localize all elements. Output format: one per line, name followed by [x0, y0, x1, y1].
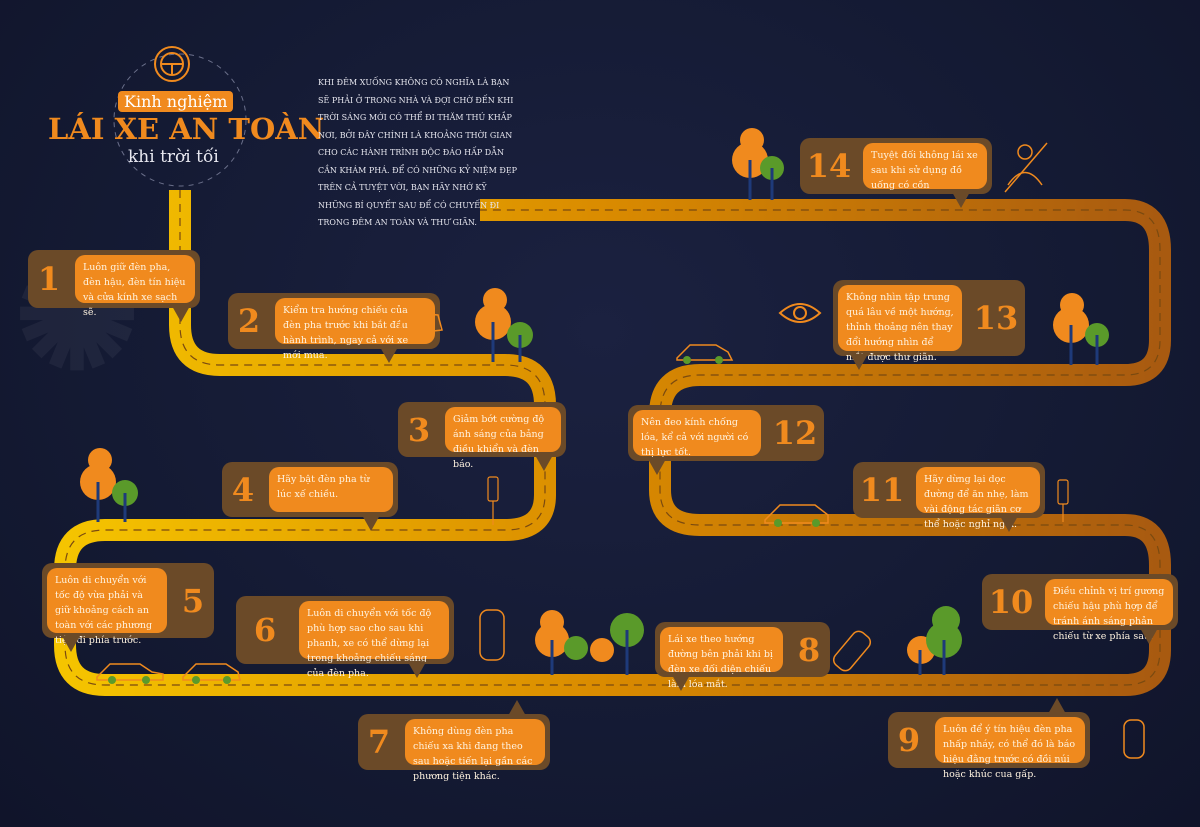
tip-13: 13 Không nhìn tập trung quá lâu về một h…: [833, 280, 1025, 363]
tip-number: 13: [973, 299, 1019, 337]
tip-14: 14 Tuyệt đối không lái xe sau khi sử dụn…: [800, 138, 992, 194]
tip-text: Kiểm tra hướng chiếu của đèn pha trước k…: [275, 298, 435, 361]
tip-number: 14: [806, 147, 852, 185]
tip-7: 7 Không dùng đèn pha chiếu xa khi đang t…: [358, 714, 550, 782]
tip-text: Không nhìn tập trung quá lâu về một hướn…: [838, 285, 962, 363]
tip-3: 3 Giảm bớt cường độ ánh sáng của bảng đi…: [398, 402, 566, 470]
title-badge: Kinh nghiệm: [118, 91, 234, 112]
intro-text: Khi đêm xuống không có nghĩa là bạn sẽ p…: [318, 78, 518, 227]
tip-number: 7: [367, 723, 391, 761]
title-dashed-circle: [113, 53, 247, 187]
tip-text: Lái xe theo hướng đường bên phải khi bị …: [660, 627, 783, 690]
tip-number: 5: [181, 581, 205, 620]
tip-text: Luôn di chuyển với tốc độ phù hợp sao ch…: [299, 601, 449, 679]
tip-4: 4 Hãy bật đèn pha từ lúc xế chiều.: [222, 462, 398, 517]
tip-number: 4: [231, 470, 255, 509]
tip-number: 8: [797, 630, 821, 669]
tip-text: Tuyệt đối không lái xe sau khi sử dụng đ…: [863, 143, 987, 191]
tip-text: Nên đeo kính chống lóa, kể cả với người …: [633, 410, 761, 458]
tip-number: 2: [237, 302, 261, 340]
tip-11: 11 Hãy dừng lại dọc đường để ăn nhẹ, làm…: [853, 462, 1045, 530]
tip-text: Không dùng đèn pha chiếu xa khi đang the…: [405, 719, 545, 782]
tip-number: 1: [37, 260, 61, 298]
tip-number: 11: [859, 471, 905, 509]
tip-9: 9 Luôn để ý tín hiệu đèn pha nhấp nháy, …: [888, 712, 1090, 780]
tip-2: 2 Kiểm tra hướng chiếu của đèn pha trước…: [228, 293, 440, 361]
tip-text: Hãy bật đèn pha từ lúc xế chiều.: [269, 467, 393, 512]
tip-number: 6: [253, 611, 277, 649]
tip-text: Giảm bớt cường độ ánh sáng của bảng điều…: [445, 407, 561, 470]
page-title: LÁI XE AN TOÀN: [48, 112, 325, 146]
tip-10: 10 Điều chỉnh vị trí gương chiếu hậu phù…: [982, 574, 1178, 642]
tip-text: Luôn để ý tín hiệu đèn pha nhấp nháy, có…: [935, 717, 1085, 780]
steering-wheel-icon: [154, 46, 190, 82]
tip-5: 5 Luôn di chuyển với tốc độ vừa phải và …: [42, 563, 214, 646]
tip-text: Điều chỉnh vị trí gương chiếu hậu phù hợ…: [1045, 579, 1173, 642]
tip-1: 1 Luôn giữ đèn pha, đèn hậu, đèn tín hiệ…: [28, 250, 200, 318]
tip-number: 12: [772, 414, 818, 452]
tip-text: Hãy dừng lại dọc đường để ăn nhẹ, làm và…: [916, 467, 1040, 530]
tip-12: 12 Nên đeo kính chống lóa, kể cả với ngư…: [628, 405, 824, 461]
tip-6: 6 Luôn di chuyển với tốc độ phù hợp sao …: [236, 596, 454, 679]
page-subtitle: khi trời tối: [128, 147, 219, 167]
tip-text: Luôn di chuyển với tốc độ vừa phải và gi…: [47, 568, 167, 646]
tip-8: 8 Lái xe theo hướng đường bên phải khi b…: [655, 622, 830, 690]
tip-number: 3: [407, 410, 431, 449]
tip-number: 9: [897, 721, 921, 759]
tip-text: Luôn giữ đèn pha, đèn hậu, đèn tín hiệu …: [75, 255, 195, 318]
tip-number: 10: [988, 583, 1034, 621]
